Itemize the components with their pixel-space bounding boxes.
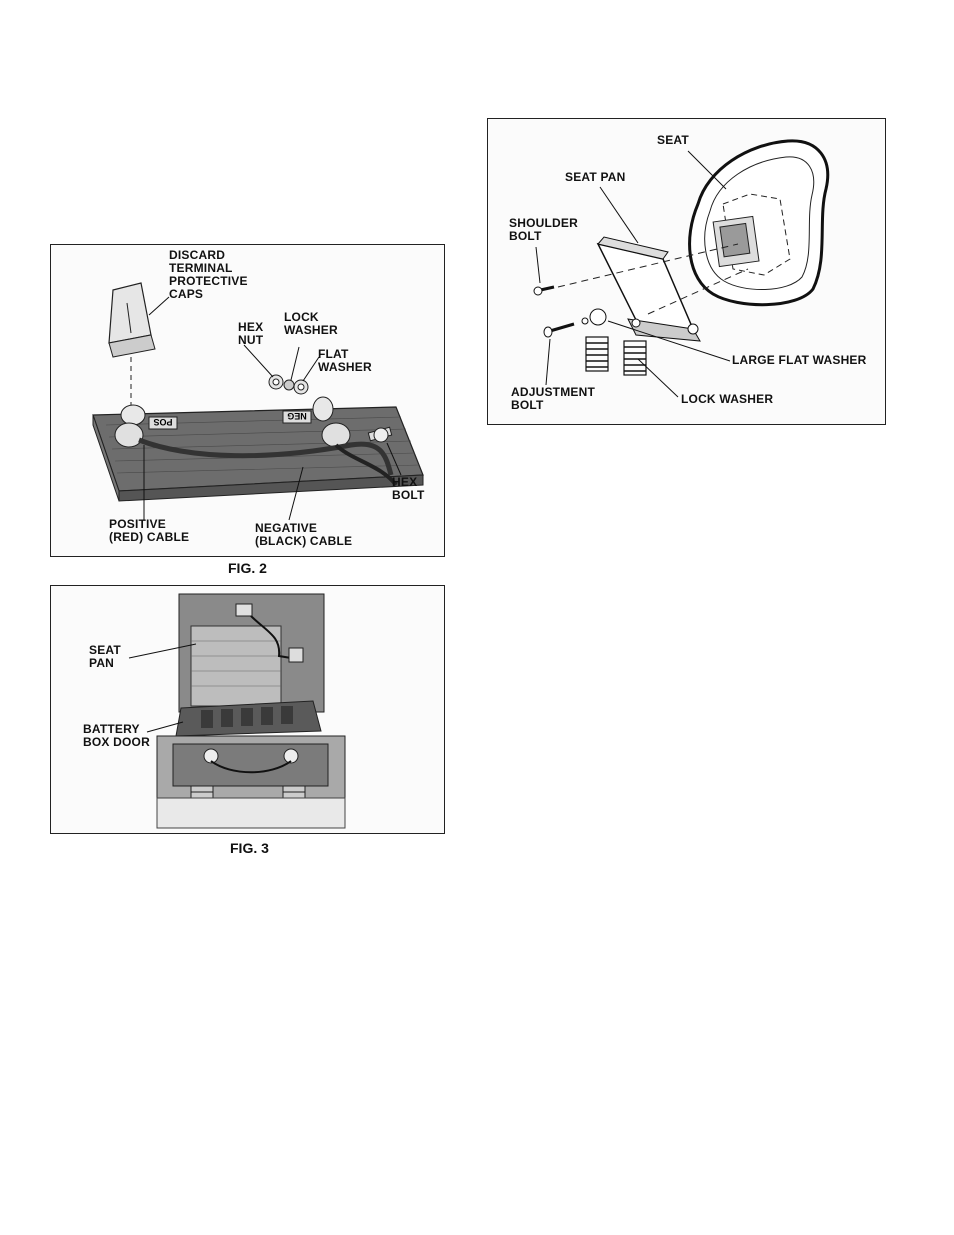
fig2-frame: POS NEG DISCARD TERMINAL P [50, 244, 445, 557]
fig3-seat-pan-label: SEAT PAN [89, 644, 121, 670]
discard-caps-label: DISCARD TERMINAL PROTECTIVE CAPS [169, 249, 248, 301]
positive-cable-label: POSITIVE (RED) CABLE [109, 518, 189, 544]
fig3-caption: FIG. 3 [230, 840, 269, 856]
pos-mark: POS [153, 417, 172, 427]
fig3-battery-box-door-label: BATTERY BOX DOOR [83, 723, 150, 749]
large-flat-washer-label: LARGE FLAT WASHER [732, 354, 867, 367]
seat-assembly-illustration [488, 119, 887, 426]
neg-mark: NEG [287, 411, 307, 421]
fig2-caption: FIG. 2 [228, 560, 267, 576]
flat-washer-label: FLAT WASHER [318, 348, 372, 374]
fig3-photo-illustration [51, 586, 446, 835]
hex-bolt-label: HEX BOLT [392, 476, 425, 502]
hex-nut-label: HEX NUT [238, 321, 263, 347]
shoulder-bolt-label: SHOULDER BOLT [509, 217, 578, 243]
fig2-battery-illustration: POS NEG [51, 245, 446, 558]
lock-washer-label: LOCK WASHER [284, 311, 338, 337]
seat-figure-frame: SEAT SEAT PAN SHOULDER BOLT LARGE FLAT W… [487, 118, 886, 425]
lock-washer-seat-label: LOCK WASHER [681, 393, 773, 406]
seat-pan-label: SEAT PAN [565, 171, 626, 184]
adjustment-bolt-label: ADJUSTMENT BOLT [511, 386, 595, 412]
seat-label: SEAT [657, 134, 689, 147]
negative-cable-label: NEGATIVE (BLACK) CABLE [255, 522, 352, 548]
fig3-frame: SEAT PAN BATTERY BOX DOOR [50, 585, 445, 834]
